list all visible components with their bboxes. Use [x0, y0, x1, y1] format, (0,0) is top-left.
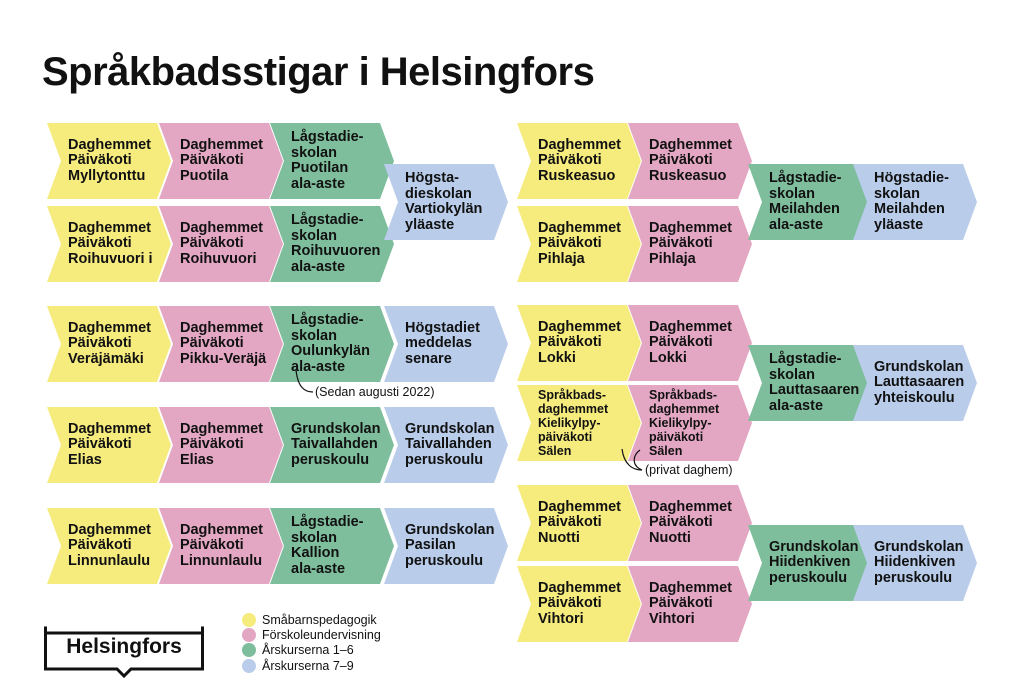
legend-dot-yellow [242, 612, 256, 627]
path-step-pink: Daghemmet Päiväkoti Lokki [628, 305, 752, 381]
step-label: Språkbads- daghemmet Kielikylpy- päiväko… [538, 388, 609, 458]
legend-dot-green [242, 643, 256, 658]
path-step-pink: Språkbads- daghemmet Kielikylpy- päiväko… [628, 385, 752, 461]
step-label: Språkbads- daghemmet Kielikylpy- päiväko… [649, 388, 720, 458]
step-label: Högsta- dieskolan Vartiokylän yläaste [405, 170, 483, 233]
path-step-yellow: Daghemmet Päiväkoti Vihtori [517, 566, 641, 642]
step-label: Daghemmet Päiväkoti Pihlaja [649, 219, 732, 267]
page-title: Språkbadsstigar i Helsingfors [42, 50, 595, 94]
step-label: Grundskolan Taivallahden peruskoulu [405, 420, 495, 468]
step-label: Lågstadie- skolan Lauttasaaren ala-aste [769, 351, 860, 414]
step-label: Daghemmet Päiväkoti Vihtori [649, 579, 732, 627]
path-step-green: Grundskolan Hiidenkiven peruskoulu [748, 525, 868, 601]
step-label: Grundskolan Hiidenkiven peruskoulu [769, 538, 859, 586]
note-since-august-2022: (Sedan augusti 2022) [315, 385, 435, 399]
path-step-yellow: Daghemmet Päiväkoti Roihuvuori i [47, 206, 171, 282]
step-label: Daghemmet Päiväkoti Vihtori [538, 579, 621, 627]
path-step-blue: Högstadiet meddelas senare [384, 306, 508, 382]
step-label: Daghemmet Päiväkoti Linnunlaulu [180, 521, 263, 569]
step-label: Daghemmet Päiväkoti Pihlaja [538, 219, 621, 267]
path-step-blue: Grundskolan Pasilan peruskoulu [384, 508, 508, 584]
step-label: Daghemmet Päiväkoti Nuotti [538, 498, 621, 546]
path-step-pink: Daghemmet Päiväkoti Elias [159, 407, 283, 483]
legend-dot-pink [242, 627, 256, 642]
path-step-yellow: Daghemmet Päiväkoti Elias [47, 407, 171, 483]
path-step-yellow: Daghemmet Päiväkoti Myllytonttu [47, 123, 171, 199]
path-step-green: Lågstadie- skolan Puotilan ala-aste [270, 123, 394, 199]
path-step-blue: Grundskolan Hiidenkiven peruskoulu [853, 525, 977, 601]
helsingfors-logo: Helsingfors [44, 625, 204, 679]
path-step-green: Lågstadie- skolan Oulunkylän ala-aste [270, 306, 394, 382]
step-label: Grundskolan Taivallahden peruskoulu [291, 420, 381, 468]
step-label: Daghemmet Päiväkoti Veräjämäki [68, 319, 151, 367]
legend-item: Årskurserna 1–6 [242, 643, 381, 658]
path-step-pink: Daghemmet Päiväkoti Pikku-Veräjä [159, 306, 283, 382]
step-label: Daghemmet Päiväkoti Ruskeasuo [538, 136, 621, 184]
step-label: Daghemmet Päiväkoti Elias [180, 420, 263, 468]
path-step-green: Lågstadie- skolan Roihuvuoren ala-aste [270, 206, 394, 282]
step-label: Daghemmet Päiväkoti Linnunlaulu [68, 521, 151, 569]
path-step-pink: Daghemmet Päiväkoti Roihuvuori [159, 206, 283, 282]
path-step-green: Grundskolan Taivallahden peruskoulu [270, 407, 394, 483]
legend-dot-blue [242, 658, 256, 673]
step-label: Grundskolan Hiidenkiven peruskoulu [874, 538, 964, 586]
path-step-blue: Högsta- dieskolan Vartiokylän yläaste [384, 164, 508, 240]
path-step-yellow: Språkbads- daghemmet Kielikylpy- päiväko… [517, 385, 641, 461]
step-label: Lågstadie- skolan Meilahden ala-aste [769, 170, 842, 233]
path-step-pink: Daghemmet Päiväkoti Nuotti [628, 485, 752, 561]
path-step-yellow: Daghemmet Päiväkoti Pihlaja [517, 206, 641, 282]
legend-item: Småbarnspedagogik [242, 612, 381, 627]
step-label: Daghemmet Päiväkoti Lokki [649, 318, 732, 366]
step-label: Högstadie- skolan Meilahden yläaste [874, 170, 949, 233]
step-label: Daghemmet Päiväkoti Nuotti [649, 498, 732, 546]
path-step-blue: Grundskolan Lauttasaaren yhteiskoulu [853, 345, 977, 421]
path-step-green: Lågstadie- skolan Meilahden ala-aste [748, 164, 868, 240]
step-label: Lågstadie- skolan Oulunkylän ala-aste [291, 312, 370, 375]
step-label: Daghemmet Päiväkoti Pikku-Veräjä [180, 319, 267, 367]
step-label: Daghemmet Päiväkoti Ruskeasuo [649, 136, 732, 184]
step-label: Daghemmet Päiväkoti Roihuvuori [180, 219, 263, 267]
path-step-pink: Daghemmet Päiväkoti Vihtori [628, 566, 752, 642]
step-label: Grundskolan Lauttasaaren yhteiskoulu [874, 358, 965, 406]
step-label: Daghemmet Päiväkoti Roihuvuori i [68, 219, 153, 267]
path-step-blue: Högstadie- skolan Meilahden yläaste [853, 164, 977, 240]
step-label: Lågstadie- skolan Roihuvuoren ala-aste [291, 212, 381, 275]
step-label: Daghemmet Päiväkoti Puotila [180, 136, 263, 184]
step-label: Daghemmet Päiväkoti Myllytonttu [68, 136, 151, 184]
logo-shield-icon [44, 626, 204, 679]
path-step-yellow: Daghemmet Päiväkoti Lokki [517, 305, 641, 381]
step-label: Lågstadie- skolan Puotilan ala-aste [291, 129, 364, 192]
legend: Småbarnspedagogik Förskoleundervisning Å… [242, 612, 381, 673]
path-step-yellow: Daghemmet Päiväkoti Nuotti [517, 485, 641, 561]
path-step-green: Lågstadie- skolan Lauttasaaren ala-aste [748, 345, 868, 421]
path-step-pink: Daghemmet Päiväkoti Puotila [159, 123, 283, 199]
step-label: Högstadiet meddelas senare [405, 319, 480, 367]
path-step-yellow: Daghemmet Päiväkoti Ruskeasuo [517, 123, 641, 199]
path-step-pink: Daghemmet Päiväkoti Ruskeasuo [628, 123, 752, 199]
path-step-green: Lågstadie- skolan Kallion ala-aste [270, 508, 394, 584]
step-label: Daghemmet Päiväkoti Lokki [538, 318, 621, 366]
step-label: Grundskolan Pasilan peruskoulu [405, 521, 495, 569]
step-label: Lågstadie- skolan Kallion ala-aste [291, 514, 364, 577]
legend-item: Förskoleundervisning [242, 627, 381, 642]
path-step-yellow: Daghemmet Päiväkoti Linnunlaulu [47, 508, 171, 584]
path-step-pink: Daghemmet Päiväkoti Linnunlaulu [159, 508, 283, 584]
legend-item: Årskurserna 7–9 [242, 658, 381, 673]
path-step-yellow: Daghemmet Päiväkoti Veräjämäki [47, 306, 171, 382]
path-step-blue: Grundskolan Taivallahden peruskoulu [384, 407, 508, 483]
path-step-pink: Daghemmet Päiväkoti Pihlaja [628, 206, 752, 282]
step-label: Daghemmet Päiväkoti Elias [68, 420, 151, 468]
note-private-daycare: (privat daghem) [645, 463, 733, 477]
